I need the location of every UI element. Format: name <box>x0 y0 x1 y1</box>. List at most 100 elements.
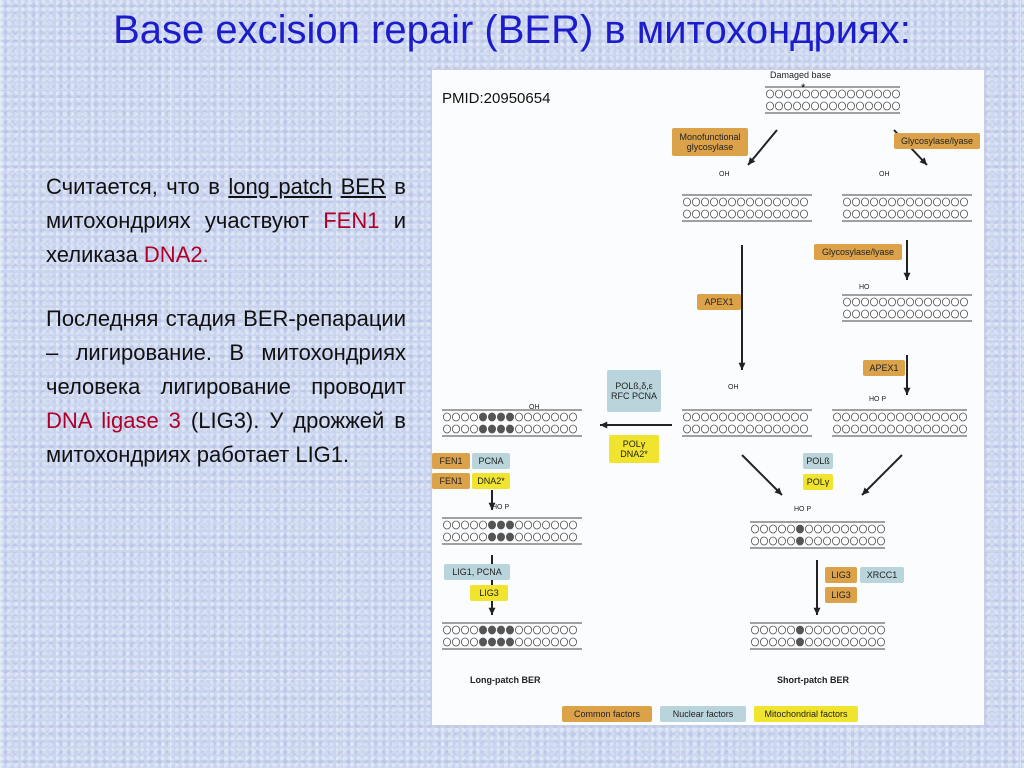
nucleotide-base <box>750 524 759 534</box>
arrow-apex1-right-head <box>903 387 911 395</box>
nucleotide-base <box>460 532 469 542</box>
nucleotide-base <box>842 197 851 207</box>
nucleotide-base <box>914 297 923 307</box>
nucleotide-base <box>886 424 895 434</box>
text-fragment: (LIG3). У дрожжей в митохондриях работае… <box>46 408 406 467</box>
nucleotide-base <box>799 412 808 422</box>
nucleotide-base <box>858 524 867 534</box>
nucleotide-base <box>860 209 869 219</box>
nucleotide-base <box>497 637 506 647</box>
nucleotide-base <box>559 424 568 434</box>
xrcc1-box: XRCC1 <box>860 567 904 583</box>
pcna-box: PCNA <box>472 453 510 469</box>
nucleotide-base <box>488 637 497 647</box>
nucleotide-base <box>777 637 786 647</box>
nucleotide-base <box>515 520 524 530</box>
nucleotide-base <box>442 520 451 530</box>
arrow-lyase-head <box>919 157 927 165</box>
nucleotide-base <box>727 424 736 434</box>
paragraph-2: Последняя стадия BER-репарации – лигиров… <box>46 302 406 472</box>
nucleotide-base <box>913 424 922 434</box>
nucleotide-base <box>542 424 551 434</box>
nucleotide-base <box>831 625 840 635</box>
nucleotide-base <box>470 532 479 542</box>
damage-star: * <box>801 82 806 94</box>
nucleotide-base <box>542 532 551 542</box>
nucleotide-base <box>754 209 763 219</box>
nucleotide-base <box>813 536 822 546</box>
nucleotide-base <box>790 412 799 422</box>
nucleotide-base <box>873 89 882 99</box>
pol-rfc-pcna-box: POLß,δ,ε RFC PCNA <box>607 370 661 412</box>
nucleotide-base <box>941 309 950 319</box>
nucleotide-base <box>759 625 768 635</box>
nucleotide-base <box>524 412 533 422</box>
nucleotide-base <box>810 89 819 99</box>
nucleotide-base <box>914 209 923 219</box>
nucleotide-base <box>442 424 451 434</box>
nucleotide-base <box>470 637 479 647</box>
nucleotide-base <box>774 101 783 111</box>
nucleotide-base <box>750 536 759 546</box>
nucleotide-base <box>867 536 876 546</box>
nucleotide-base <box>736 197 745 207</box>
nucleotide-base <box>682 424 691 434</box>
arrow-lig-right-head <box>813 607 821 615</box>
nucleotide-base <box>913 412 922 422</box>
nucleotide-base <box>876 625 885 635</box>
nucleotide-base <box>783 101 792 111</box>
nucleotide-base <box>790 424 799 434</box>
nucleotide-base <box>819 101 828 111</box>
nucleotide-base <box>451 637 460 647</box>
nucleotide-base <box>763 424 772 434</box>
nucleotide-base <box>895 424 904 434</box>
text-fragment: Считается, что в <box>46 174 229 199</box>
nucleotide-base <box>488 412 497 422</box>
nucleotide-base <box>959 424 968 434</box>
dna-ligase-3-term: DNA ligase 3 <box>46 408 181 433</box>
nucleotide-base <box>873 101 882 111</box>
nucleotide-base <box>851 197 860 207</box>
nucleotide-base <box>497 424 506 434</box>
nucleotide-base <box>551 637 560 647</box>
nucleotide-base <box>442 625 451 635</box>
ber-pathway-figure: * PMID:20950654 Damaged base Monofunctio… <box>431 69 985 726</box>
nucleotide-base <box>783 89 792 99</box>
nucleotide-base <box>932 309 941 319</box>
nucleotide-base <box>960 197 969 207</box>
nucleotide-base <box>878 209 887 219</box>
nucleotide-base <box>682 197 691 207</box>
nucleotide-base <box>524 520 533 530</box>
arrow-mono <box>747 129 778 166</box>
nucleotide-base <box>801 101 810 111</box>
nucleotide-base <box>727 209 736 219</box>
nucleotide-base <box>931 412 940 422</box>
nucleotide-base <box>772 412 781 422</box>
nucleotide-base <box>442 532 451 542</box>
nucleotide-base <box>700 209 709 219</box>
nucleotide-base <box>682 412 691 422</box>
polb-box: POLß <box>803 453 833 469</box>
nucleotide-base <box>878 309 887 319</box>
nucleotide-base <box>846 101 855 111</box>
nucleotide-base <box>849 536 858 546</box>
nucleotide-base <box>849 637 858 647</box>
ho-p-label-2: HO P <box>492 504 510 511</box>
nucleotide-base <box>940 424 949 434</box>
nucleotide-base <box>759 524 768 534</box>
nucleotide-base <box>781 197 790 207</box>
nucleotide-base <box>497 520 506 530</box>
nucleotide-base <box>765 89 774 99</box>
mono-glycosylase-box: Monofunctional glycosylase <box>672 128 748 156</box>
nucleotide-base <box>923 297 932 307</box>
nucleotide-base <box>542 520 551 530</box>
nucleotide-base <box>876 536 885 546</box>
nucleotide-base <box>914 197 923 207</box>
nucleotide-base <box>896 297 905 307</box>
nucleotide-base <box>718 197 727 207</box>
nucleotide-base <box>781 424 790 434</box>
nucleotide-base <box>460 625 469 635</box>
nucleotide-base <box>832 424 841 434</box>
nucleotide-base <box>754 424 763 434</box>
nucleotide-base <box>878 297 887 307</box>
